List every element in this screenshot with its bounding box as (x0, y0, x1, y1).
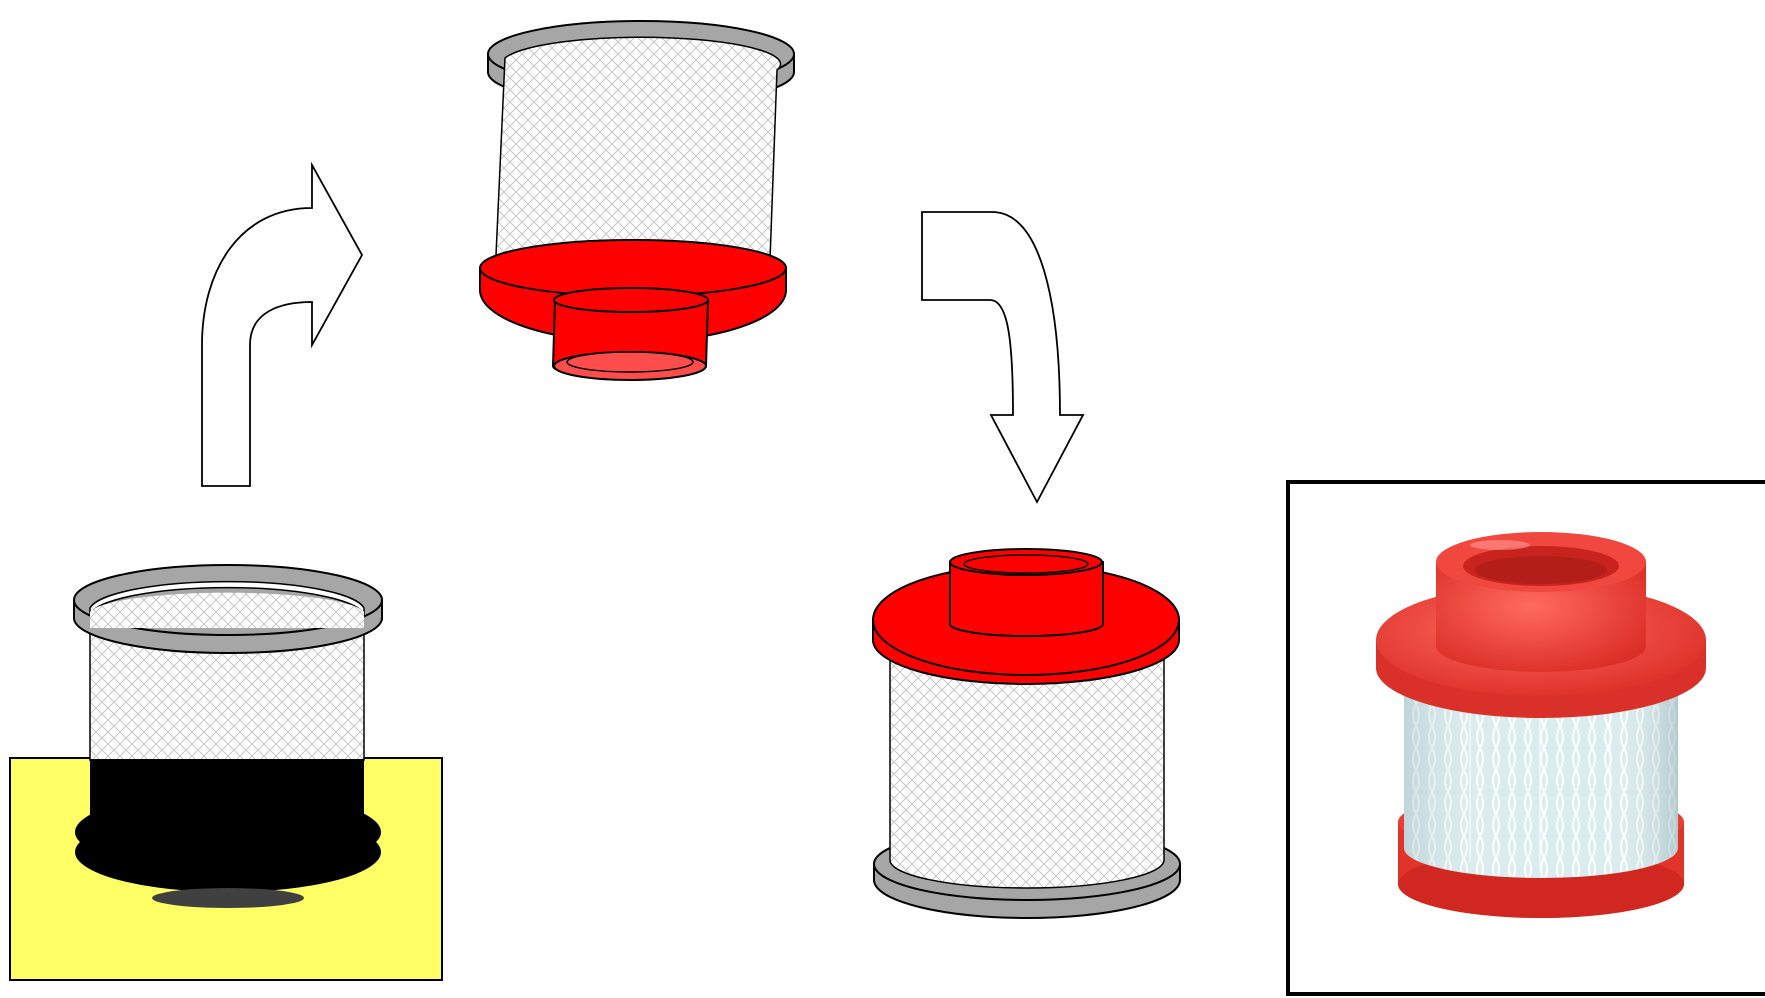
red-spigot (551, 287, 710, 381)
metal-top-cap (73, 564, 383, 654)
mesh-cylinder (889, 649, 1165, 889)
step-filter-finished (872, 548, 1181, 919)
arrow-up-right (201, 161, 364, 487)
mold-cavity (75, 759, 381, 908)
curved-arrow-icon (921, 211, 1085, 504)
product-photo (1286, 480, 1765, 996)
arrow-right-down (921, 211, 1085, 504)
step-filter-in-mold (9, 564, 443, 981)
photo-filter (1376, 532, 1706, 918)
step-filter-with-red-cap (479, 20, 795, 381)
curved-arrow-icon (201, 161, 364, 487)
mesh-cylinder (495, 36, 782, 261)
red-spigot (949, 548, 1104, 638)
